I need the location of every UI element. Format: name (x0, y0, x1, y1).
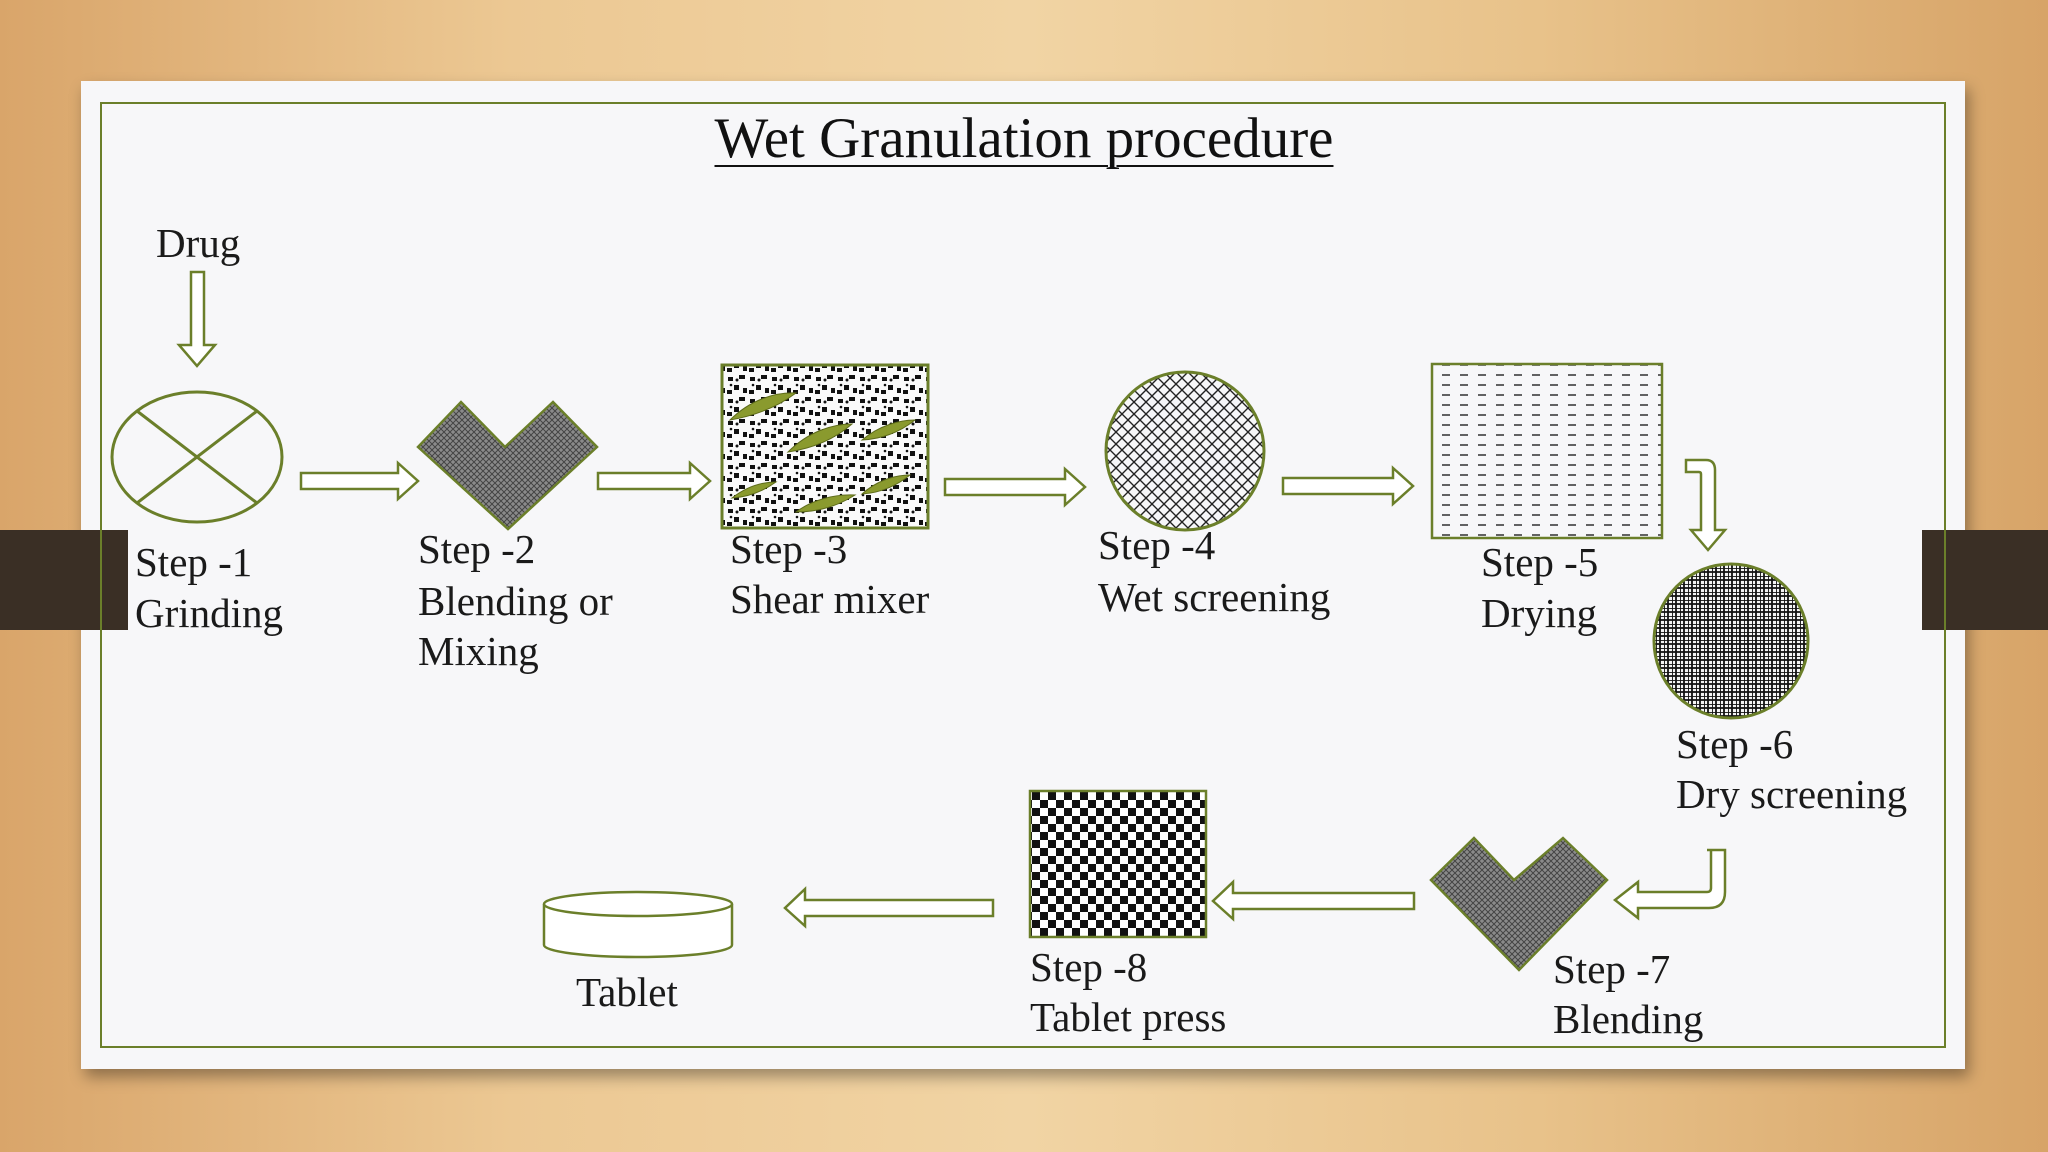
flow-arrow-1-2 (299, 460, 420, 502)
drug-label: Drug (156, 220, 241, 266)
dryer-icon (1430, 362, 1664, 540)
flow-arrow-4-5 (1281, 465, 1415, 507)
step-1-number: Step -1 (135, 539, 253, 585)
step-7-name: Blending (1553, 996, 1704, 1042)
tablet-icon (542, 890, 734, 959)
flow-arrow-5-6 (1684, 458, 1728, 552)
v-blender-icon-2 (1429, 836, 1609, 972)
shear-mixer-icon (720, 363, 930, 530)
step-6-number: Step -6 (1676, 721, 1794, 767)
step-2-name-line1: Blending or (418, 578, 613, 624)
title-text: Wet Granulation procedure (714, 107, 1334, 170)
step-5-number: Step -5 (1481, 539, 1599, 585)
step-2-name-line2: Mixing (418, 628, 539, 674)
v-blender-icon (416, 400, 599, 531)
step-2-number: Step -2 (418, 526, 536, 572)
step-3-name: Shear mixer (730, 576, 930, 622)
drug-down-arrow (176, 270, 218, 368)
step-4-number: Step -4 (1098, 522, 1216, 568)
grinder-icon (110, 390, 284, 524)
bent-arrow-shape (1612, 848, 1727, 921)
flow-arrow-2-3 (596, 460, 712, 502)
page-title: Wet Granulation procedure (0, 106, 2048, 171)
step-8-name: Tablet press (1030, 994, 1227, 1040)
tablet-label: Tablet (576, 969, 678, 1015)
flow-arrow-7-8 (1211, 879, 1416, 922)
step-7-number: Step -7 (1553, 946, 1671, 992)
step-6-name: Dry screening (1676, 771, 1908, 817)
slide-frame (100, 102, 1946, 1048)
step-8-number: Step -8 (1030, 944, 1148, 990)
flow-arrow-3-4 (943, 466, 1087, 508)
step-4-name: Wet screening (1098, 574, 1331, 620)
step-3-number: Step -3 (730, 526, 848, 572)
left-clip (0, 530, 128, 630)
dry-screen-icon (1652, 562, 1810, 720)
flow-arrow-8-tablet (783, 886, 995, 929)
wet-screen-icon (1104, 370, 1266, 532)
step-5-name: Drying (1481, 590, 1598, 636)
right-clip (1922, 530, 2048, 630)
tablet-press-icon (1028, 789, 1208, 939)
step-1-name: Grinding (135, 590, 284, 636)
